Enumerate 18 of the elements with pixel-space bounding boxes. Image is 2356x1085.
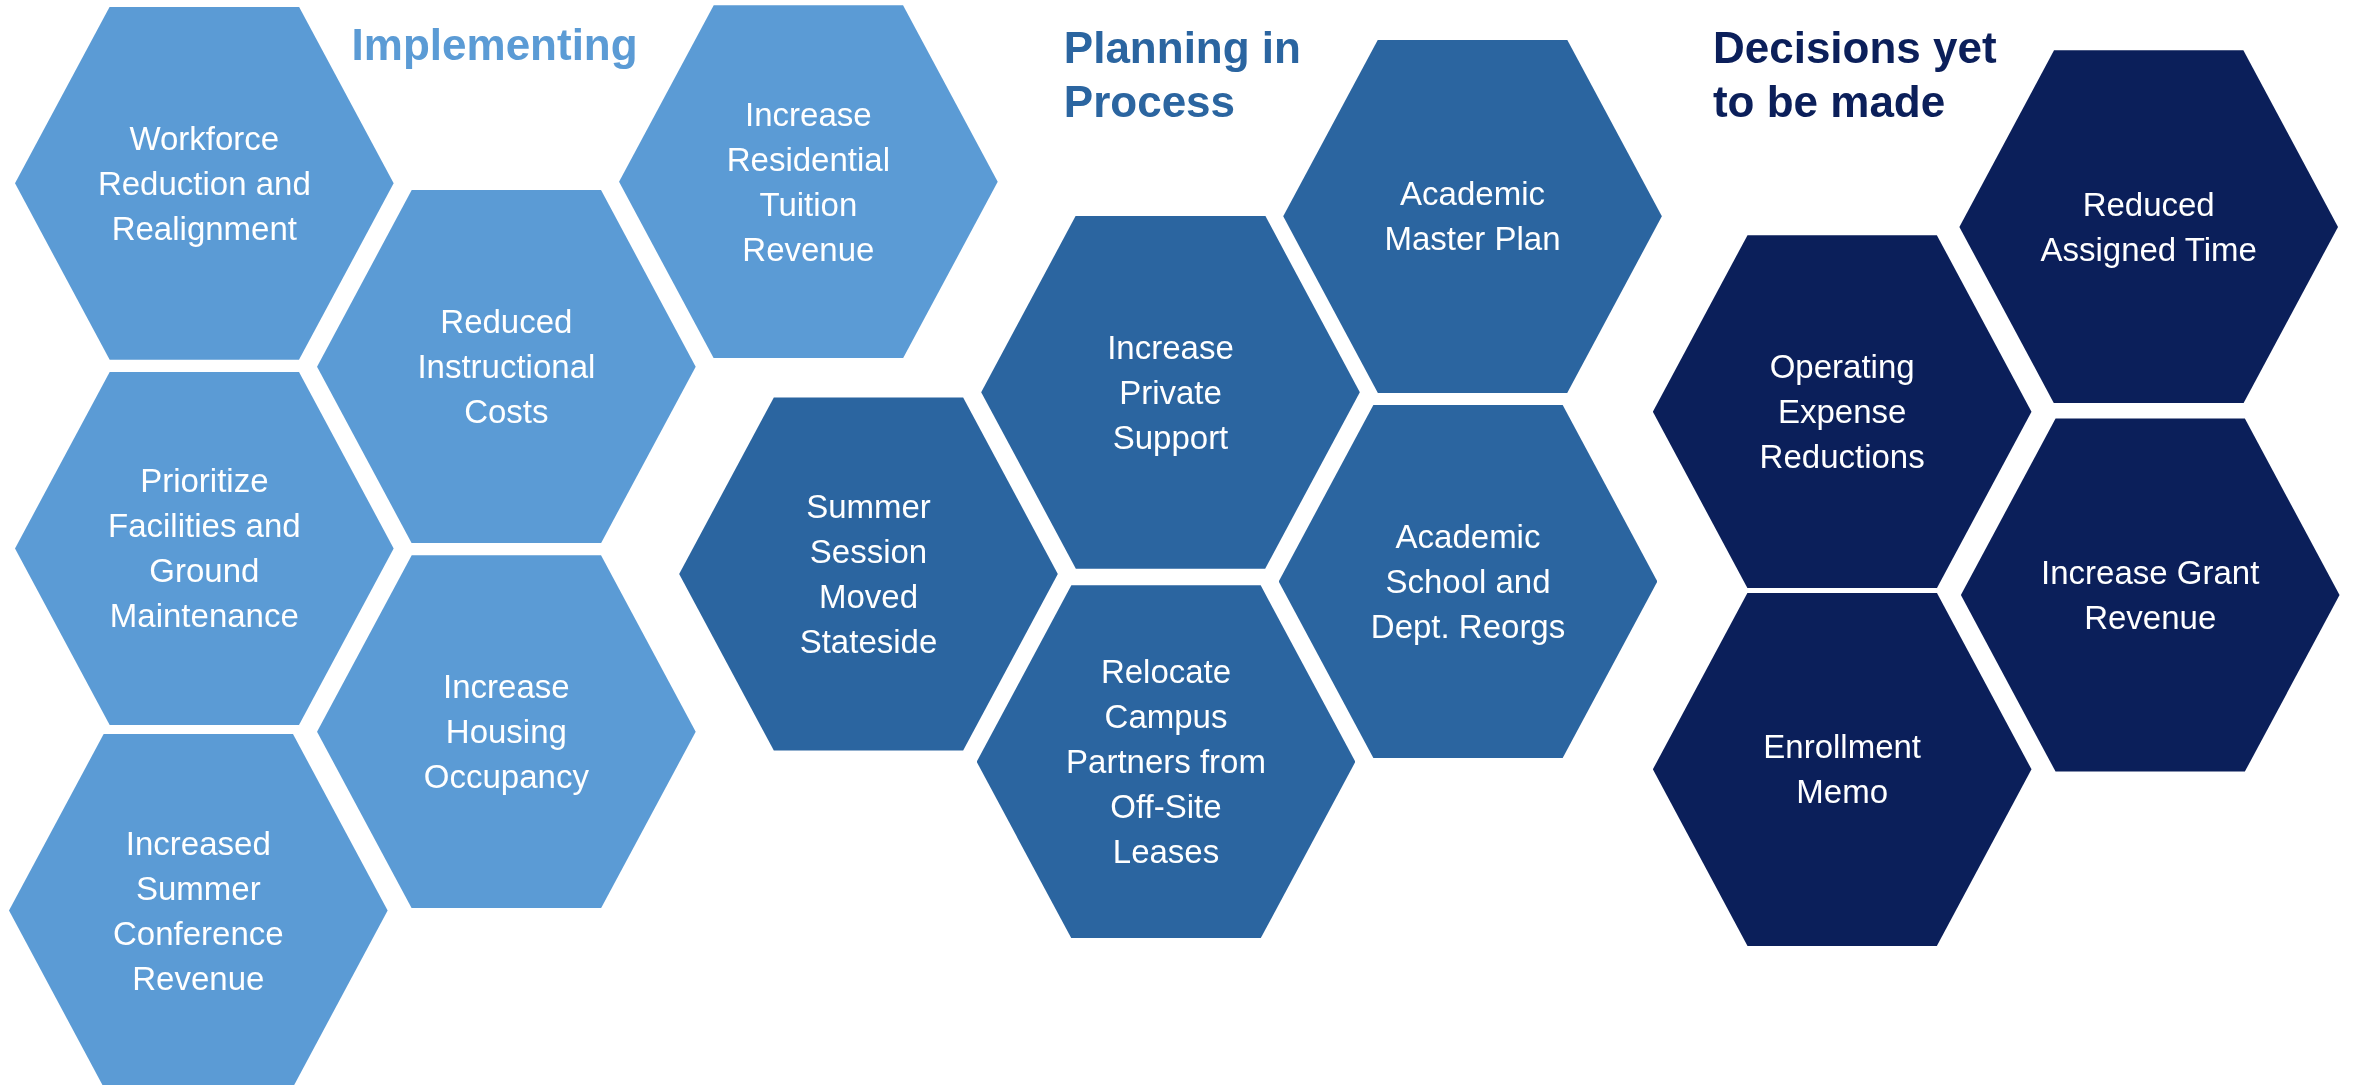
group-heading: Implementing <box>351 19 639 71</box>
hexagon-text: Increased Summer Conference Revenue <box>112 823 285 999</box>
hexagon-text: Reduced Instructional Costs <box>416 302 597 433</box>
hexagon-text: Reduced Assigned Time <box>2039 184 2258 270</box>
hexagon-text: Increase Residential Tuition Revenue <box>725 94 891 270</box>
hexagon-text: Academic School and Dept. Reorgs <box>1369 517 1567 647</box>
group-heading: Planning in Process <box>1063 22 1302 129</box>
hexagon-text: Increase Grant Revenue <box>2040 553 2261 638</box>
hexagon-text: Academic Master Plan <box>1383 174 1562 260</box>
group-heading: Decisions yet to be made <box>1712 22 1998 129</box>
hexagon-text: Workforce Reduction and Realignment <box>96 118 312 249</box>
hexagon-text: Prioritize Facilities and Ground Maintenance <box>107 461 302 637</box>
hexagon-text: Increase Housing Occupancy <box>422 667 590 798</box>
hexagon-text: Relocate Campus Partners from Off-Site Leases <box>1065 652 1267 873</box>
hexagon-text: Operating Expense Reductions <box>1758 347 1926 478</box>
hexagon-text: Enrollment Memo <box>1762 727 1923 813</box>
hexagon-text: Summer Session Moved Stateside <box>798 487 939 662</box>
hexagon-text: Increase Private Support <box>1106 327 1235 458</box>
